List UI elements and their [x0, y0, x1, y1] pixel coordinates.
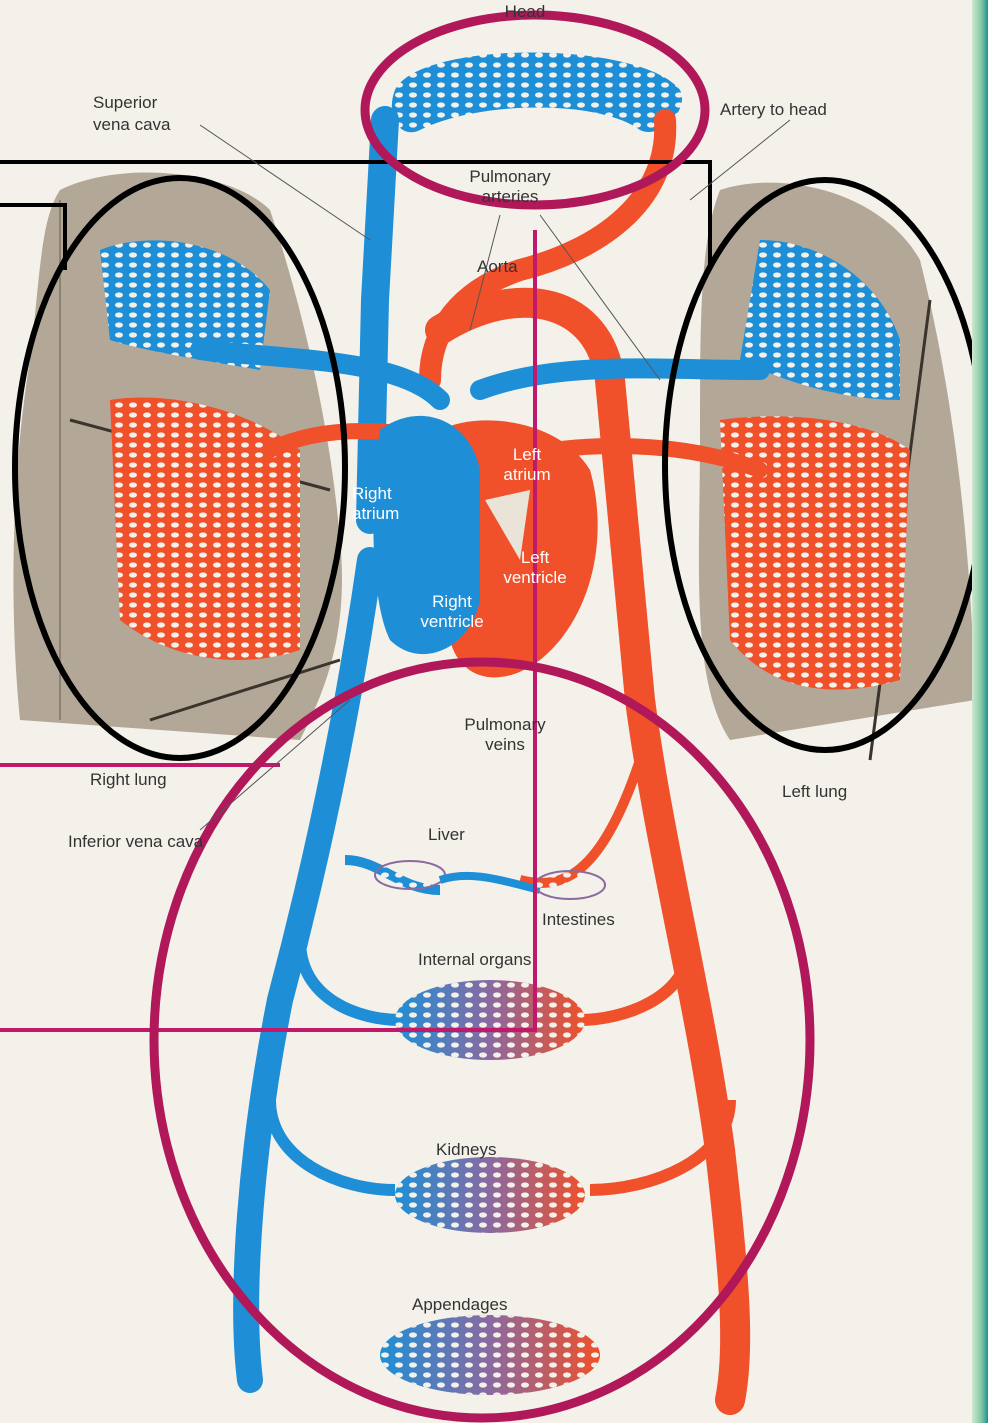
label-left-atrium: Left atrium: [492, 445, 562, 485]
page-edge-decoration: [972, 0, 988, 1423]
label-liver: Liver: [428, 825, 465, 845]
kidneys-vessels: [270, 1100, 730, 1233]
label-intestines: Intestines: [542, 910, 615, 930]
label-pulmonary-veins: Pulmonary veins: [445, 715, 565, 755]
label-right-ventricle: Right ventricle: [407, 592, 497, 632]
label-superior-vena-cava: Superior vena cava: [93, 92, 171, 136]
label-artery-to-head: Artery to head: [720, 100, 827, 120]
label-appendages: Appendages: [412, 1295, 507, 1315]
label-left-ventricle: Left ventricle: [490, 548, 580, 588]
head-capillary-bed: [392, 53, 682, 133]
label-head: Head: [490, 2, 560, 22]
label-aorta: Aorta: [477, 257, 518, 277]
appendages-vessels: [380, 1315, 600, 1395]
liver-intestine-vessels: [345, 760, 640, 899]
heart: [373, 416, 597, 678]
label-right-atrium: Right atrium: [352, 484, 399, 524]
label-inferior-vena-cava: Inferior vena cava: [68, 832, 203, 852]
label-internal-organs: Internal organs: [418, 950, 531, 970]
label-right-lung: Right lung: [90, 770, 167, 790]
label-left-lung: Left lung: [782, 782, 847, 802]
label-kidneys: Kidneys: [436, 1140, 496, 1160]
label-pulmonary-arteries: Pulmonary arteries: [450, 167, 570, 207]
